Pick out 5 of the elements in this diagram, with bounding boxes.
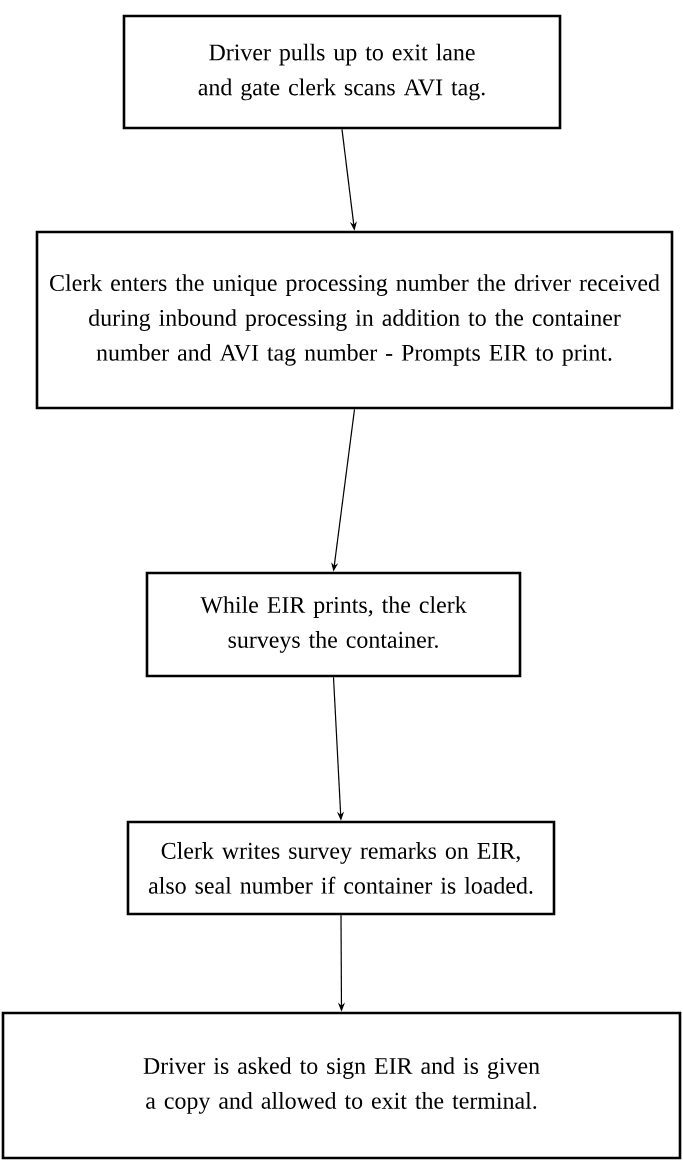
process-box: Clerk writes survey remarks on EIR, also seal number if container is loaded. [126, 820, 556, 916]
process-box: While EIR prints, the clerk surveys the container. [145, 571, 522, 678]
process-box: Driver pulls up to exit lane and gate clerk scans AVI tag. [122, 14, 562, 130]
process-box: Driver is asked to sign EIR and is given a copy and allowed to exit the terminal. [1, 1011, 682, 1160]
process-box: Clerk enters the unique processing number the driver received during inbound processing in addition to the container number and AVI tag number - Prompts EIR to print. [35, 230, 674, 410]
